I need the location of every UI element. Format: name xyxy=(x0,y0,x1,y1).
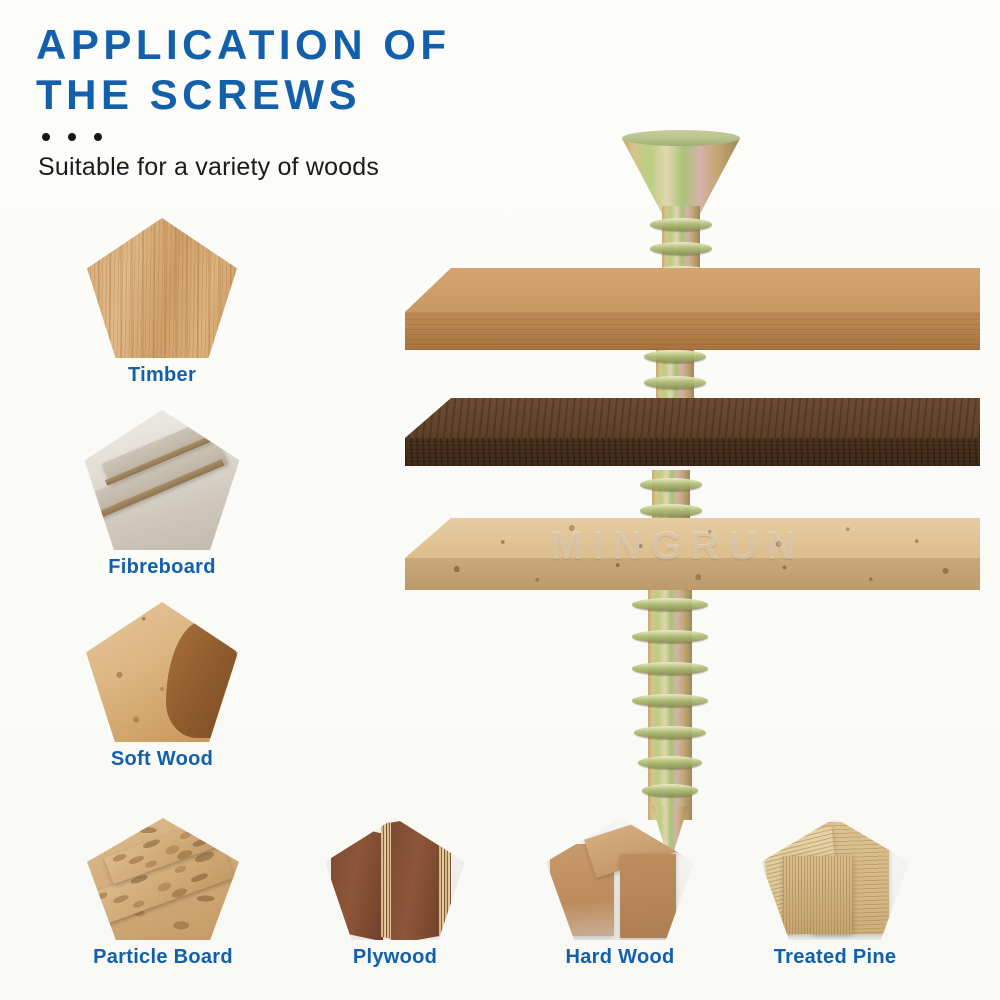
board-particle-top-face xyxy=(405,518,980,558)
swatch-fibreboard-image xyxy=(84,410,240,550)
swatch-hardwood-image xyxy=(546,818,694,940)
screw-shank-mid xyxy=(656,340,694,440)
screw-thread xyxy=(632,694,708,707)
board-particle-front-edge xyxy=(405,558,980,590)
screw-shank-lower-mid xyxy=(652,470,690,540)
screw-thread xyxy=(632,662,708,675)
pine-board-end-grain xyxy=(783,856,853,934)
board-timber-front-edge xyxy=(405,312,980,350)
screw-thread xyxy=(632,630,708,643)
swatch-softwood-image xyxy=(86,602,238,742)
cork-curl-underside xyxy=(166,620,238,738)
screw-head-countersunk xyxy=(622,138,740,214)
swatch-hardwood-label: Hard Wood xyxy=(565,946,675,968)
screw-shank-body xyxy=(648,590,692,820)
screw-thread xyxy=(640,478,702,491)
plywood-sheet xyxy=(331,822,383,940)
separator-dot xyxy=(42,133,50,142)
screw-thread xyxy=(644,376,706,389)
screw-head-rim xyxy=(622,130,740,146)
swatch-plywood-image xyxy=(325,818,465,940)
swatch-softwood[interactable]: Soft Wood xyxy=(72,602,252,771)
page-subtitle: Suitable for a variety of woods xyxy=(38,153,380,182)
screw-thread xyxy=(634,726,706,739)
swatch-softwood-label: Soft Wood xyxy=(110,748,214,770)
screw-thread xyxy=(642,784,698,797)
swatch-timber[interactable]: Timber xyxy=(72,218,252,387)
dot-separator xyxy=(42,133,596,142)
swatch-particle-board[interactable]: Particle Board xyxy=(68,818,258,969)
screw-thread xyxy=(644,402,706,415)
swatch-plywood-label: Plywood xyxy=(352,946,438,968)
board-fibreboard xyxy=(405,398,980,466)
swatch-treated-pine[interactable]: Treated Pine xyxy=(740,818,930,969)
screw-thread xyxy=(638,756,702,769)
board-fibreboard-front-edge xyxy=(405,438,980,466)
swatch-fibreboard-label: Fibreboard xyxy=(108,556,216,578)
swatch-fibreboard[interactable]: Fibreboard xyxy=(72,410,252,579)
header-block: APPLICATION OF THE SCREWS Suitable for a… xyxy=(36,20,596,182)
separator-dot xyxy=(94,133,102,142)
plywood-layer-edge xyxy=(439,824,451,940)
screw-thread xyxy=(650,242,712,255)
screw-thread xyxy=(640,504,702,517)
screw-thread xyxy=(650,266,712,279)
swatch-hardwood[interactable]: Hard Wood xyxy=(530,818,710,969)
swatch-treated-pine-image xyxy=(761,818,909,940)
screw-shank-upper xyxy=(662,206,700,292)
hardwood-block xyxy=(620,854,676,938)
swatch-treated-pine-label: Treated Pine xyxy=(773,946,897,968)
board-timber-top-face xyxy=(405,268,980,312)
board-particle: MINGRUN xyxy=(405,518,980,590)
screw-thread xyxy=(632,598,708,611)
brand-watermark: MINGRUN xyxy=(550,524,805,568)
swatch-particle-board-image xyxy=(87,818,239,940)
screw-thread xyxy=(644,426,706,439)
swatch-plywood[interactable]: Plywood xyxy=(310,818,480,969)
screw-thread xyxy=(644,350,706,363)
page-title: APPLICATION OF THE SCREWS xyxy=(36,21,451,118)
screw-thread xyxy=(650,218,712,231)
swatch-timber-label: Timber xyxy=(127,364,197,386)
swatch-particle-board-label: Particle Board xyxy=(93,946,233,968)
plywood-sheet xyxy=(391,818,443,940)
swatch-timber-image xyxy=(87,218,237,358)
separator-dot xyxy=(68,133,76,142)
board-timber xyxy=(405,268,980,350)
board-fibreboard-top-face xyxy=(405,398,980,438)
